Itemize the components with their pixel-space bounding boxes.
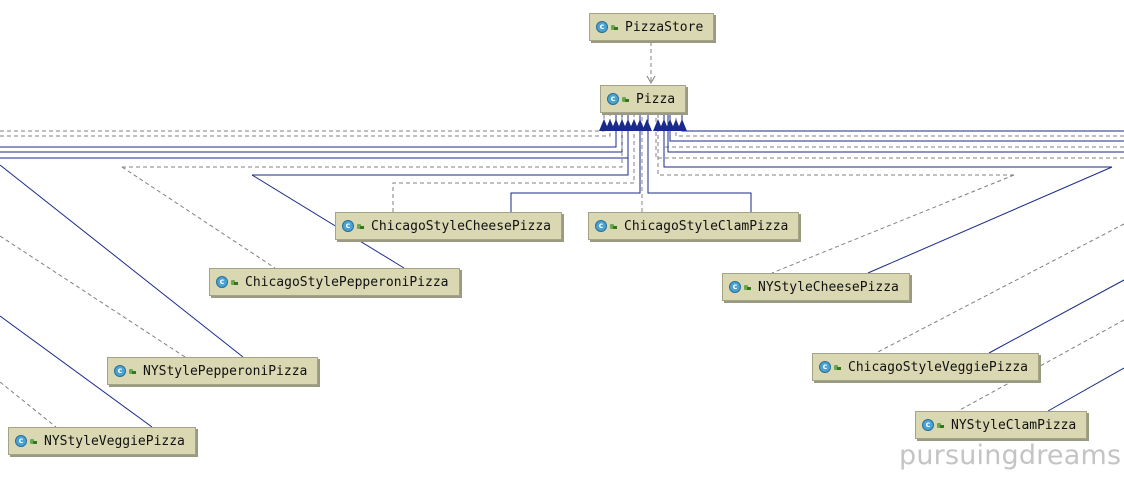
- visibility-icon: [834, 364, 841, 371]
- inheritance-edge: [647, 115, 752, 212]
- class-name: NYStylePepperoniPizza: [143, 363, 308, 379]
- dependency-edge: [0, 115, 605, 132]
- class-node-pizza[interactable]: c Pizza: [600, 85, 687, 113]
- visibility-icon: [622, 96, 629, 103]
- class-icon: c: [607, 93, 619, 105]
- visibility-icon: [30, 438, 37, 445]
- dependency-edge: [875, 223, 1124, 354]
- visibility-icon: [129, 368, 136, 375]
- watermark-text: pursuingdreams: [899, 440, 1122, 471]
- inheritance-edge: [867, 166, 1113, 274]
- inheritance-edge: [681, 115, 1124, 132]
- class-icon: c: [729, 281, 741, 293]
- visibility-icon: [357, 223, 364, 230]
- inheritance-edge: [252, 115, 629, 176]
- class-name: NYStyleVeggiePizza: [44, 433, 185, 449]
- dependency-edge: [0, 235, 186, 358]
- inheritance-edge: [0, 115, 623, 153]
- dependency-edge: [121, 166, 276, 269]
- class-icon: c: [114, 365, 126, 377]
- class-name: PizzaStore: [625, 19, 704, 35]
- dependency-arrowhead: [646, 75, 656, 85]
- class-node-pizza-store[interactable]: c PizzaStore: [589, 13, 715, 41]
- class-node-chicago-style-veggie-pizza[interactable]: c ChicagoStyleVeggiePizza: [812, 353, 1040, 381]
- inheritance-edge: [667, 115, 1124, 153]
- dependency-edge: [122, 115, 623, 168]
- class-node-chicago-style-cheese-pizza[interactable]: c ChicagoStyleCheesePizza: [335, 212, 563, 240]
- inheritance-edge: [663, 115, 1112, 168]
- class-name: Pizza: [636, 91, 676, 107]
- inheritance-edge: [0, 164, 244, 358]
- inheritance-edge: [0, 115, 617, 148]
- inheritance-edge: [988, 279, 1124, 354]
- visibility-icon: [937, 422, 944, 429]
- dependency-edge: [655, 115, 1124, 159]
- class-node-ny-style-cheese-pizza[interactable]: c NYStyleCheesePizza: [722, 273, 910, 301]
- class-node-ny-style-veggie-pizza[interactable]: c NYStyleVeggiePizza: [8, 427, 196, 455]
- inheritance-edge: [510, 115, 641, 212]
- dependency-edge: [657, 115, 1014, 176]
- class-icon: c: [15, 435, 27, 447]
- class-name: NYStyleCheesePizza: [758, 279, 899, 295]
- dependency-edge: [957, 319, 1124, 412]
- class-icon: c: [595, 220, 607, 232]
- visibility-icon: [231, 279, 238, 286]
- class-icon: c: [819, 361, 831, 373]
- dependency-edge: [675, 115, 1124, 137]
- class-icon: c: [216, 276, 228, 288]
- class-name: ChicagoStylePepperoniPizza: [245, 274, 449, 290]
- class-icon: c: [922, 419, 934, 431]
- class-icon: c: [596, 21, 608, 33]
- inheritance-edge: [1047, 367, 1124, 412]
- dependency-edge: [0, 381, 57, 428]
- class-node-chicago-style-pepperoni-pizza[interactable]: c ChicagoStylePepperoniPizza: [209, 268, 460, 296]
- class-node-ny-style-pepperoni-pizza[interactable]: c NYStylePepperoniPizza: [107, 357, 319, 385]
- dependency-edge: [392, 115, 635, 212]
- class-name: ChicagoStyleClamPizza: [624, 218, 789, 234]
- inheritance-edge: [0, 315, 153, 428]
- class-name: ChicagoStyleVeggiePizza: [848, 359, 1029, 375]
- dependency-edge: [771, 174, 1015, 274]
- class-name: ChicagoStyleCheesePizza: [371, 218, 552, 234]
- visibility-icon: [744, 284, 751, 291]
- class-icon: c: [342, 220, 354, 232]
- visibility-icon: [611, 24, 618, 31]
- dependency-edge: [0, 115, 611, 137]
- inheritance-edge: [251, 174, 405, 269]
- class-node-chicago-style-clam-pizza[interactable]: c ChicagoStyleClamPizza: [588, 212, 800, 240]
- inheritance-edge: [669, 115, 1124, 142]
- class-name: NYStyleClamPizza: [951, 417, 1077, 433]
- class-node-ny-style-clam-pizza[interactable]: c NYStyleClamPizza: [915, 411, 1088, 439]
- visibility-icon: [610, 223, 617, 230]
